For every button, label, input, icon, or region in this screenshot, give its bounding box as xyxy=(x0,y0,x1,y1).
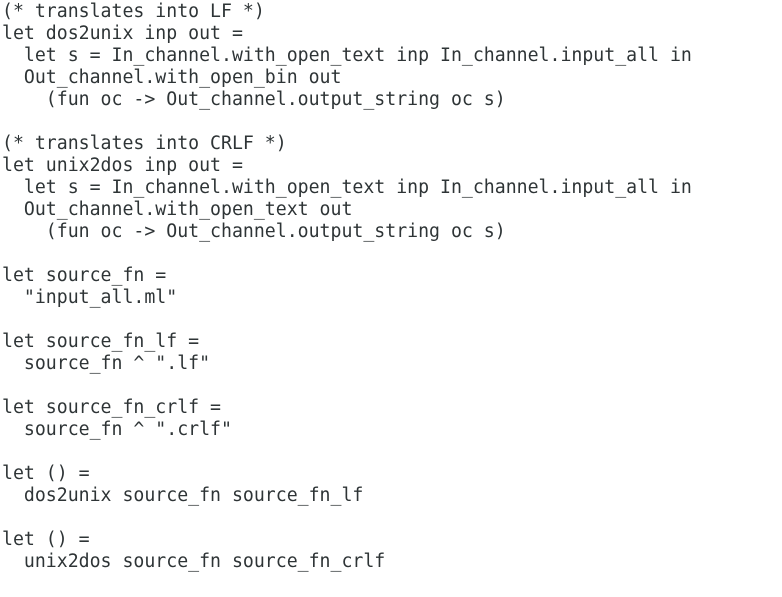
code-line: (* translates into LF *) xyxy=(2,1,265,22)
code-line: let s = In_channel.with_open_text inp In… xyxy=(2,45,692,66)
code-line: source_fn ^ ".crlf" xyxy=(2,419,232,440)
code-line: Out_channel.with_open_bin out xyxy=(2,67,342,88)
code-line: let source_fn_crlf = xyxy=(2,397,221,418)
code-line: let () = xyxy=(2,463,90,484)
code-line xyxy=(2,243,778,265)
code-line xyxy=(2,507,778,529)
code-line xyxy=(2,441,778,463)
code-line: let unix2dos inp out = xyxy=(2,155,243,176)
code-line: let dos2unix inp out = xyxy=(2,23,243,44)
code-line: let () = xyxy=(2,529,90,550)
code-line: dos2unix source_fn source_fn_lf xyxy=(2,485,364,506)
code-line: source_fn ^ ".lf" xyxy=(2,353,211,374)
code-line: let source_fn = xyxy=(2,265,167,286)
code-line: unix2dos source_fn source_fn_crlf xyxy=(2,551,386,572)
code-line: Out_channel.with_open_text out xyxy=(2,199,353,220)
code-line: let s = In_channel.with_open_text inp In… xyxy=(2,177,692,198)
code-line: (* translates into CRLF *) xyxy=(2,133,287,154)
code-line: let source_fn_lf = xyxy=(2,331,200,352)
code-line xyxy=(2,375,778,397)
code-line: (fun oc -> Out_channel.output_string oc … xyxy=(2,89,506,110)
code-line: (fun oc -> Out_channel.output_string oc … xyxy=(2,221,506,242)
code-line: "input_all.ml" xyxy=(2,287,178,308)
code-line xyxy=(2,111,778,133)
code-line xyxy=(2,309,778,331)
